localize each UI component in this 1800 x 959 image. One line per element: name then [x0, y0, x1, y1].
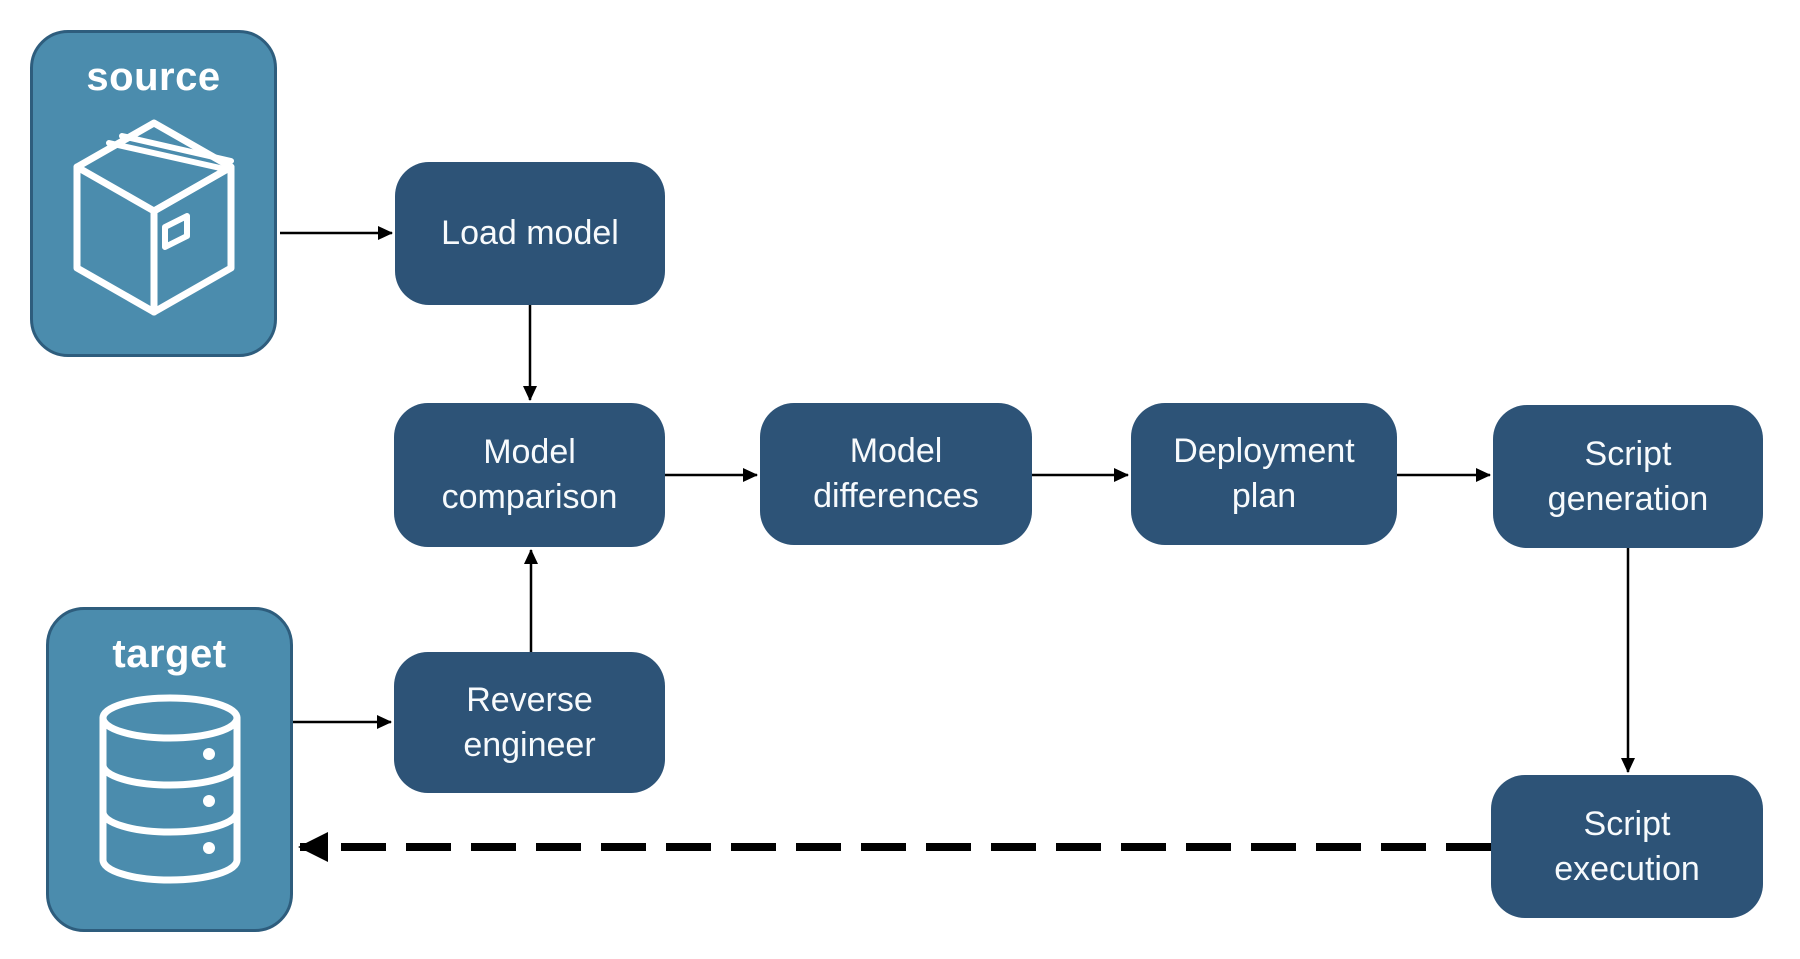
- node-label: Model differences: [813, 432, 979, 515]
- node-label: Model comparison: [441, 433, 618, 516]
- node-model-differences: Model differences: [760, 403, 1032, 545]
- node-script-execution: Script execution: [1491, 775, 1763, 918]
- node-deployment-plan: Deployment plan: [1131, 403, 1397, 545]
- node-label: Deployment plan: [1173, 432, 1355, 515]
- node-label: Reverse engineer: [463, 680, 596, 764]
- node-load-model: Load model: [395, 162, 665, 305]
- node-model-comparison: Model comparison: [394, 403, 665, 547]
- node-label: Script execution: [1554, 804, 1700, 888]
- node-label: Load model: [441, 214, 619, 253]
- database-icon: [99, 694, 240, 884]
- node-reverse-engineer: Reverse engineer: [394, 652, 665, 793]
- source-label: source: [86, 55, 221, 99]
- target-label: target: [112, 632, 227, 676]
- node-label: Script generation: [1547, 434, 1709, 518]
- package-icon: [73, 119, 234, 316]
- endpoint-source: source: [30, 30, 277, 357]
- endpoint-target: target: [46, 607, 293, 932]
- node-script-generation: Script generation: [1493, 405, 1763, 548]
